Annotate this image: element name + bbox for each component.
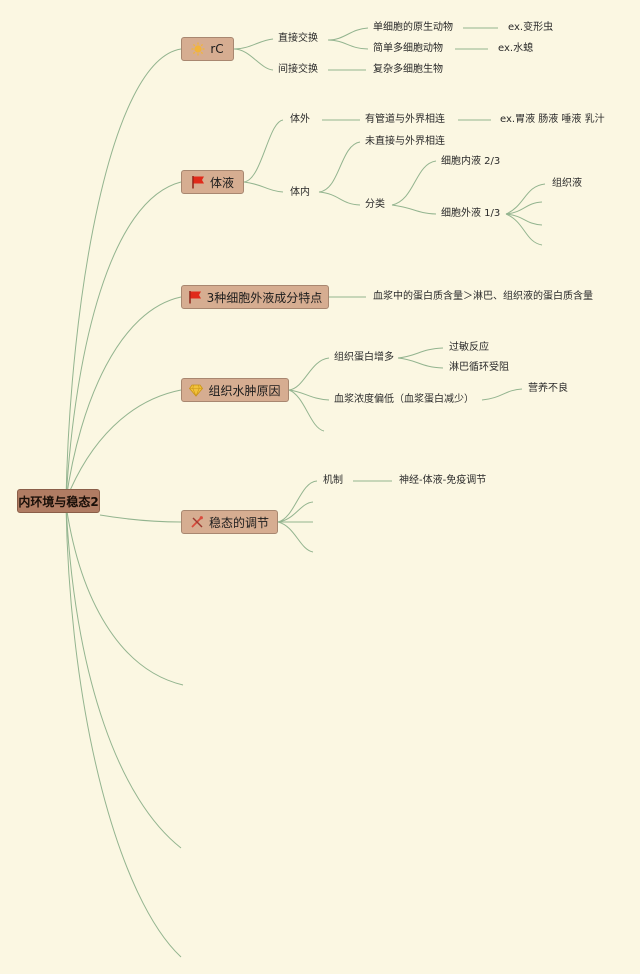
subtopic-tissue-fluid[interactable]: 组织液 (552, 178, 582, 189)
subtopic-extracellular-fluid[interactable]: 细胞外液 1/3 (441, 208, 501, 219)
subtopic-low-plasma-concentration[interactable]: 血浆浓度偏低（血浆蛋白减少） (334, 394, 474, 405)
subtopic-unicellular-protozoa[interactable]: 单细胞的原生动物 (373, 22, 453, 33)
subtopic-classification[interactable]: 分类 (365, 199, 385, 210)
subtopic-example-hydra[interactable]: ex.水螅 (498, 43, 534, 54)
red-flag-icon (188, 290, 202, 304)
topic-body-fluid-label: 体液 (209, 175, 234, 190)
subtopic-tissue-protein-increase[interactable]: 组织蛋白增多 (334, 352, 394, 363)
sun-icon (191, 42, 205, 56)
subtopic-malnutrition[interactable]: 营养不良 (528, 383, 568, 394)
topic-body-fluid[interactable]: 体液 (181, 170, 244, 194)
topic-edema-causes-label: 组织水肿原因 (208, 383, 281, 398)
tools-icon (190, 515, 204, 529)
topic-edema-causes[interactable]: 组织水肿原因 (181, 378, 289, 402)
subtopic-allergic-reaction[interactable]: 过敏反应 (449, 342, 489, 353)
subtopic-direct-exchange[interactable]: 直接交换 (278, 33, 318, 44)
subtopic-external[interactable]: 体外 (290, 114, 310, 125)
topic-rc[interactable]: rC (181, 37, 234, 61)
topic-homeostasis-regulation[interactable]: 稳态的调节 (181, 510, 278, 534)
subtopic-intracellular-fluid[interactable]: 细胞内液 2/3 (441, 156, 501, 167)
diamond-icon (189, 383, 204, 397)
root-topic[interactable]: 内环境与稳态2 (17, 489, 100, 513)
subtopic-simple-multicellular[interactable]: 简单多细胞动物 (373, 43, 443, 54)
topic-extracellular-features-label: 3种细胞外液成分特点 (206, 290, 323, 305)
subtopic-plasma-protein-content[interactable]: 血浆中的蛋白质含量＞淋巴、组织液的蛋白质含量 (373, 291, 593, 302)
subtopic-example-amoeba[interactable]: ex.变形虫 (508, 22, 554, 33)
topic-homeostasis-regulation-label: 稳态的调节 (208, 515, 269, 530)
subtopic-neuro-humoral-immune[interactable]: 神经-体液-免疫调节 (399, 475, 487, 486)
subtopic-internal[interactable]: 体内 (290, 187, 310, 198)
red-flag-icon (191, 175, 205, 189)
topic-extracellular-features[interactable]: 3种细胞外液成分特点 (181, 285, 329, 309)
subtopic-example-secretions[interactable]: ex.胃液 肠液 唾液 乳汁 (500, 114, 605, 125)
subtopic-mechanism[interactable]: 机制 (323, 475, 343, 486)
topic-rc-label: rC (210, 42, 224, 56)
subtopic-not-connected[interactable]: 未直接与外界相连 (365, 136, 445, 147)
subtopic-complex-multicellular[interactable]: 复杂多细胞生物 (373, 64, 443, 75)
subtopic-indirect-exchange[interactable]: 间接交换 (278, 64, 318, 75)
subtopic-connected-by-ducts[interactable]: 有管道与外界相连 (365, 114, 445, 125)
root-topic-label: 内环境与稳态2 (18, 494, 99, 509)
subtopic-lymph-obstruction[interactable]: 淋巴循环受阻 (449, 362, 509, 373)
